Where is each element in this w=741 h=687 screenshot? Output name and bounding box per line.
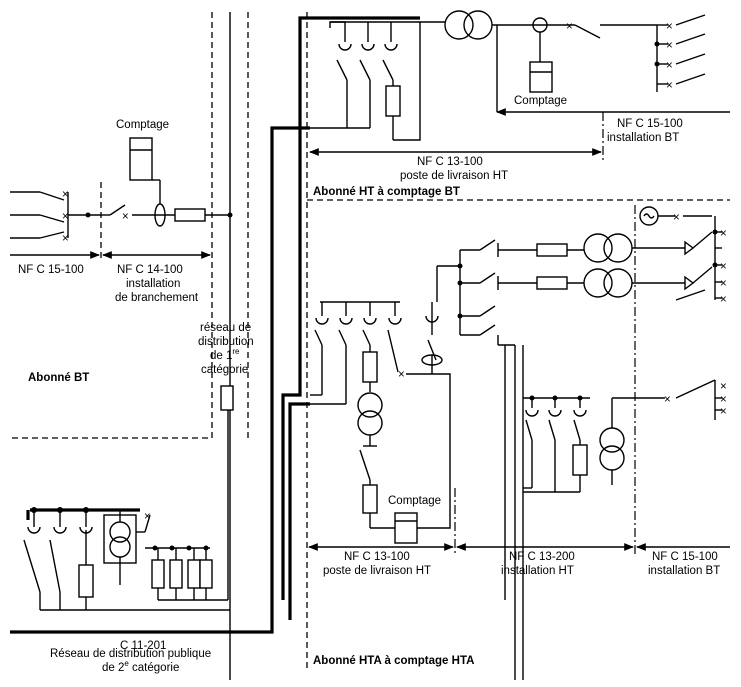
svg-text:×: × (122, 211, 129, 223)
reseau-2e-label-2: de 2 (102, 662, 124, 674)
svg-text:×: × (720, 406, 727, 418)
svg-text:×: × (720, 261, 727, 273)
svg-text:×: × (720, 394, 727, 406)
abonne-bt-installation: × × × × (10, 12, 233, 680)
svg-text:×: × (664, 394, 671, 406)
svg-text:×: × (666, 21, 673, 33)
svg-text:×: × (144, 511, 151, 523)
installation-ht-label: installation HT (501, 565, 574, 577)
abonne-bt-boundary (10, 12, 213, 439)
reseau-1ere-label-2: distribution (198, 336, 254, 348)
nfc13100-top-label: NF C 13-100 (417, 156, 483, 168)
svg-text:×: × (666, 60, 673, 72)
svg-text:×: × (673, 212, 680, 224)
svg-text:×: × (666, 40, 673, 52)
abonne-bt-title: Abonné BT (28, 372, 89, 384)
reseau-1ere-label-4: catégorie (201, 364, 248, 376)
comptage-bt-label: Comptage (116, 119, 169, 131)
c11201-substation: × (23, 410, 230, 611)
nfc13200-label: NF C 13-200 (509, 551, 575, 563)
svg-text:de 2e catégorie: de 2e catégorie (102, 659, 179, 674)
installation-bt-bottom-label: installation BT (648, 565, 720, 577)
svg-text:×: × (62, 211, 69, 223)
nfc14100-label: NF C 14-100 (117, 264, 183, 276)
abonne-ht-bt-installation: × × × × × (310, 10, 730, 141)
abonne-hta-installation: × (310, 206, 727, 680)
reseau-2e-label-1: Réseau de distribution publique (50, 648, 211, 660)
installation-bt-top-label: installation BT (607, 132, 679, 144)
nfc15100-bottom-label: NF C 15-100 (652, 551, 718, 563)
installation-branchement-label-2: de branchement (115, 292, 199, 304)
nfc13100-bottom-label: NF C 13-100 (344, 551, 410, 563)
abonne-ht-bt-title: Abonné HT à comptage BT (313, 186, 460, 198)
nfc15100-top-label: NF C 15-100 (617, 118, 683, 130)
poste-livraison-bottom-label: poste de livraison HT (323, 565, 431, 577)
abonne-hta-title: Abonné HTA à comptage HTA (313, 655, 474, 667)
poste-livraison-top-label: poste de livraison HT (400, 170, 508, 182)
svg-text:×: × (398, 369, 405, 381)
comptage-hta-label: Comptage (388, 495, 441, 507)
svg-text:×: × (666, 80, 673, 92)
comptage-ht-bt-label: Comptage (514, 95, 567, 107)
svg-text:×: × (720, 381, 727, 393)
svg-text:de 1re: de 1re (210, 347, 240, 362)
reseau-2e-label-3: catégorie (129, 662, 180, 674)
svg-text:×: × (720, 278, 727, 290)
nfc15100-left-label: NF C 15-100 (18, 264, 84, 276)
svg-text:×: × (720, 294, 727, 306)
svg-text:×: × (566, 21, 573, 33)
reseau-1ere-label-3: de 1 (210, 350, 232, 362)
installation-branchement-label-1: installation (126, 278, 180, 290)
svg-text:×: × (62, 233, 69, 245)
svg-text:×: × (62, 189, 69, 201)
reseau-2e-sup: e (124, 659, 129, 668)
reseau-1ere-label-1: réseau de (200, 322, 251, 334)
reseau-1ere-sup: re (232, 347, 240, 356)
svg-text:×: × (720, 228, 727, 240)
c11201-label: C 11-201 (120, 640, 166, 652)
zone-boundaries (10, 12, 730, 670)
public-network-lines (10, 16, 420, 634)
